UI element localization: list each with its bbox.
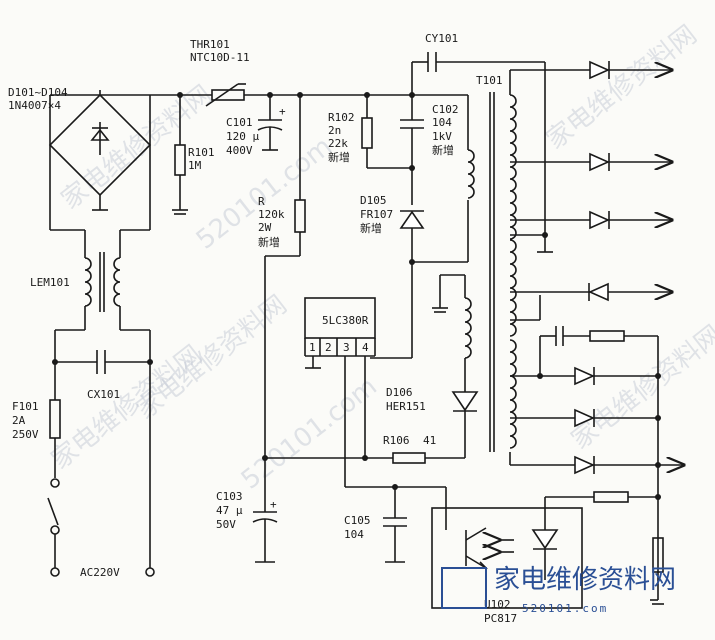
c103-ref: C103	[216, 490, 243, 503]
ac-input-label: AC220V	[80, 566, 120, 579]
f101-ref: F101	[12, 400, 39, 413]
c103-plus: +	[270, 498, 277, 511]
r102-value2: 22k	[328, 137, 348, 150]
logo-text: 家电维修资料网	[494, 565, 676, 595]
c102-value2: 1kV	[432, 130, 452, 143]
c101-value: 120 μ	[226, 130, 259, 143]
c105-value: 104	[344, 528, 364, 541]
r-new-resistor	[294, 199, 306, 233]
c101-ref: C101	[226, 116, 253, 129]
r-new-power: 2W	[258, 221, 272, 234]
watermark: 家电维修资料网	[131, 290, 293, 426]
r102-note: 新增	[328, 150, 350, 164]
r106-resistor	[392, 452, 426, 464]
r102-value1: 2n	[328, 124, 341, 137]
output-diodes	[574, 60, 684, 475]
f101-fuse	[49, 399, 61, 439]
d105-value: FR107	[360, 208, 393, 221]
d105-note: 新增	[360, 221, 382, 235]
thr101-value: NTC10D-11	[190, 51, 250, 64]
u102-ref: U102	[484, 598, 511, 611]
r101-value: 1M	[188, 159, 202, 172]
r106-ref: R106	[383, 434, 410, 447]
lem101-label: LEM101	[30, 276, 70, 289]
u102-optocoupler	[431, 507, 583, 609]
r-new-value: 120k	[258, 208, 285, 221]
watermark: 家电维修资料网	[541, 20, 703, 156]
ic-pin-1: 1	[309, 341, 316, 354]
cx101-capacitor	[52, 350, 153, 374]
watermark-layer: 家电维修资料网 520101.com 家电维修资料网 家电维修资料网 52010…	[46, 20, 715, 496]
r106-value: 41	[423, 434, 436, 447]
r101-resistor	[174, 144, 186, 176]
c103-value: 47 μ	[216, 504, 243, 517]
power-switch	[47, 478, 155, 577]
f101-rating: 250V	[12, 428, 39, 441]
c102-ref: C102	[432, 103, 459, 116]
c102-value1: 104	[432, 116, 452, 129]
c105-ref: C105	[344, 514, 371, 527]
r102-resistor	[361, 117, 373, 149]
ic-pin-2: 2	[325, 341, 332, 354]
logo-url: 520101.com	[522, 602, 608, 615]
r101-ref: R101	[188, 146, 215, 159]
ic-5lc380r	[304, 297, 376, 339]
cy101-label: CY101	[425, 32, 458, 45]
c102-note: 新增	[432, 143, 454, 157]
ic-name: 5LC380R	[322, 314, 369, 327]
d105-diode	[399, 210, 425, 265]
bridge-value: 1N4007×4	[8, 99, 61, 112]
watermark: 520101.com	[236, 371, 383, 495]
ic-pin-3: 3	[343, 341, 350, 354]
d106-value: HER151	[386, 400, 426, 413]
r102-ref: R102	[328, 111, 355, 124]
d105-ref: D105	[360, 194, 387, 207]
thr101-ref: THR101	[190, 38, 230, 51]
f101-value: 2A	[12, 414, 26, 427]
cx101-label: CX101	[87, 388, 120, 401]
bridge-ref: D101~D104	[8, 86, 68, 99]
r-new-ref: R	[258, 195, 265, 208]
c101-plus: +	[279, 105, 286, 118]
c101-voltage: 400V	[226, 144, 253, 157]
bridge-rectifier	[48, 90, 152, 211]
watermark: 家电维修资料网	[566, 320, 715, 456]
logo-mark	[441, 567, 487, 609]
ic-pin-4: 4	[362, 341, 369, 354]
r-new-note: 新增	[258, 235, 280, 249]
t101-label: T101	[476, 74, 503, 87]
u102-value: PC817	[484, 612, 517, 625]
d106-ref: D106	[386, 386, 413, 399]
lem101-choke	[84, 230, 121, 330]
c103-voltage: 50V	[216, 518, 236, 531]
